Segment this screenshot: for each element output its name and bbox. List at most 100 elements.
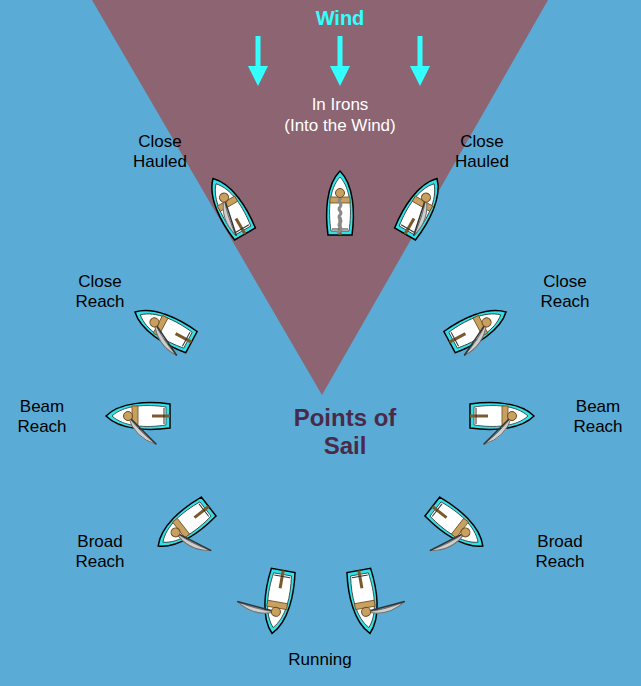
wind-arrow-shaft	[256, 36, 261, 70]
sail	[236, 601, 277, 615]
hull	[443, 300, 512, 354]
wind-arrow-shaft	[338, 36, 343, 70]
boom	[484, 416, 512, 444]
sail	[484, 416, 512, 444]
wind-arrow-head	[248, 66, 268, 86]
wind-arrows	[248, 36, 430, 86]
sail	[455, 322, 495, 355]
sailboat	[346, 564, 410, 636]
mast	[218, 191, 230, 203]
no-go-zone	[92, 0, 548, 395]
tiller	[280, 570, 283, 588]
sailboat	[393, 172, 448, 241]
point-of-sail-label: Beam Reach	[17, 397, 66, 438]
traveller	[451, 332, 459, 346]
tiller	[450, 334, 466, 342]
point-of-sail-label: In Irons	[312, 95, 369, 115]
sailboat	[233, 564, 297, 636]
mast	[124, 412, 133, 421]
boom	[176, 522, 212, 561]
boom	[237, 601, 277, 611]
traveller	[182, 332, 190, 346]
deck	[207, 179, 252, 236]
traveller	[352, 575, 368, 578]
luffing-sail	[337, 193, 341, 233]
sailboat	[201, 172, 256, 241]
tiller	[152, 415, 170, 418]
traveller	[476, 408, 477, 424]
boom	[430, 522, 466, 561]
wind-arrow-head	[410, 66, 430, 86]
boom	[406, 198, 433, 236]
traveller	[235, 225, 249, 233]
mast	[481, 316, 493, 328]
sailboat	[410, 496, 491, 575]
mast	[271, 607, 281, 617]
mast	[508, 412, 517, 421]
diagram-title: Points of Sail	[285, 404, 405, 459]
hull	[327, 171, 354, 235]
boats	[106, 171, 534, 636]
traveller	[274, 575, 290, 578]
traveller	[164, 408, 165, 424]
tiller	[470, 415, 488, 418]
wind-arrow-shaft	[418, 36, 423, 70]
hull	[150, 496, 217, 556]
sail	[146, 322, 186, 355]
sail	[175, 522, 211, 561]
sailboat	[126, 300, 198, 358]
sail	[215, 198, 244, 237]
sailboat	[470, 403, 534, 445]
deck	[156, 501, 211, 551]
traveller	[401, 225, 415, 233]
mast	[420, 191, 432, 203]
sailboat	[106, 403, 170, 445]
point-of-sail-label: Close Reach	[75, 272, 124, 313]
deck	[349, 573, 379, 630]
point-of-sail-label: Broad Reach	[535, 532, 584, 573]
boom	[365, 601, 405, 611]
hull	[129, 300, 198, 354]
boom	[128, 416, 156, 444]
sail	[430, 522, 466, 561]
deck	[429, 501, 484, 551]
sail	[128, 416, 156, 444]
point-of-sail-label: (Into the Wind)	[284, 116, 396, 136]
point-of-sail-label: Close Hauled	[455, 132, 509, 173]
deck	[398, 179, 443, 236]
point-of-sail-label: Beam Reach	[573, 397, 622, 438]
tiller	[432, 507, 446, 518]
tiller	[176, 334, 192, 342]
mast	[169, 526, 182, 539]
point-of-sail-label: Broad Reach	[75, 532, 124, 573]
hull	[393, 172, 448, 241]
deck	[263, 573, 293, 630]
traveller	[432, 504, 442, 517]
point-of-sail-label: Close Reach	[540, 272, 589, 313]
wind-arrow-head	[330, 66, 350, 86]
sailboat	[443, 300, 515, 358]
boom	[455, 322, 495, 355]
hull	[346, 568, 383, 636]
mast	[148, 316, 160, 328]
traveller	[199, 504, 209, 517]
sailboat	[150, 496, 231, 575]
point-of-sail-label: Close Hauled	[133, 132, 187, 173]
tiller	[194, 507, 208, 518]
mast	[361, 607, 371, 617]
hull	[201, 172, 256, 241]
hull	[259, 568, 296, 636]
tiller	[359, 570, 362, 588]
boom	[217, 198, 244, 236]
wind-label: Wind	[316, 6, 365, 30]
sail	[365, 601, 406, 615]
mast	[336, 189, 345, 198]
boom	[146, 322, 186, 355]
sailboat	[327, 171, 354, 235]
sail	[406, 198, 435, 237]
point-of-sail-label: Running	[288, 650, 351, 670]
mast	[459, 526, 472, 539]
hull	[424, 496, 491, 556]
